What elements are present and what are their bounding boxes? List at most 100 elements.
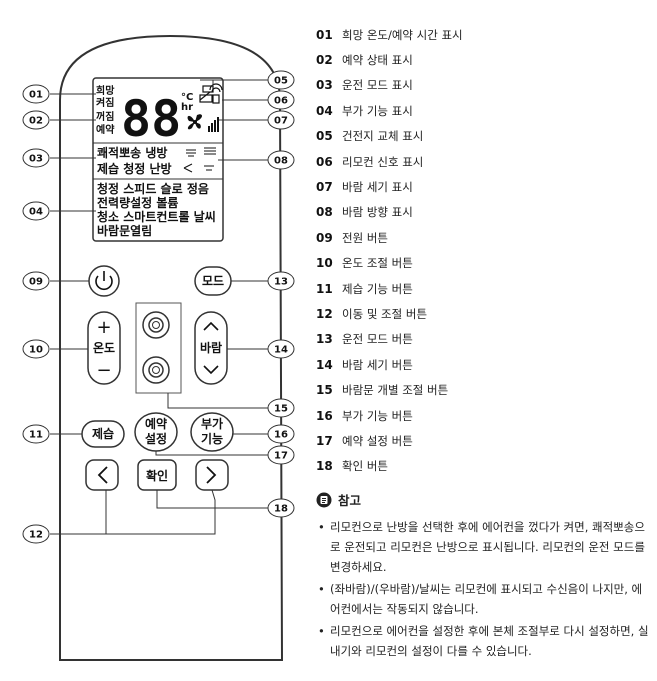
- temp-up-icon[interactable]: +: [96, 317, 111, 338]
- svg-text:10: 10: [29, 345, 43, 356]
- svg-text:18: 18: [274, 504, 288, 515]
- lcd-mode-row-1: 쾌적뽀송 냉방: [97, 145, 167, 160]
- legend-num: 08: [316, 205, 333, 220]
- legend-num: 03: [316, 78, 333, 93]
- callout-06: 06: [267, 90, 295, 110]
- legend-label: 제습 기능 버튼: [342, 281, 413, 296]
- confirm-label: 확인: [146, 468, 168, 483]
- legend-item: 15 바람문 개별 조절 버튼: [316, 377, 646, 402]
- right-button[interactable]: [195, 459, 229, 491]
- svg-text:09: 09: [29, 277, 43, 288]
- callout-13: 13: [267, 271, 295, 291]
- lcd-label-hope: 희망: [96, 84, 115, 97]
- legend-label: 희망 온도/예약 시간 표시: [342, 27, 463, 42]
- legend-num: 02: [316, 53, 333, 68]
- legend-num: 10: [316, 256, 333, 271]
- legend-num: 12: [316, 306, 333, 321]
- svg-text:02: 02: [29, 116, 43, 127]
- lcd-unit-c: °C: [181, 92, 193, 103]
- svg-text:14: 14: [274, 345, 288, 356]
- legend-num: 06: [316, 154, 333, 169]
- lcd-label-off: 꺼짐: [96, 110, 114, 123]
- callout-07: 07: [267, 110, 295, 130]
- svg-text:06: 06: [274, 96, 288, 107]
- lcd-unit-hr: hr: [181, 102, 193, 113]
- legend-label: 예약 설정 버튼: [342, 433, 413, 448]
- vane-right-button[interactable]: [142, 356, 170, 384]
- note-item: 리모컨으로 에어컨을 설정한 후에 본체 조절부로 다시 설정하면, 실내기와 …: [316, 621, 651, 661]
- legend-label: 바람 방향 표시: [342, 205, 413, 220]
- legend-item: 03 운전 모드 표시: [316, 73, 646, 98]
- legend-num: 09: [316, 230, 333, 245]
- chevron-left-icon: [97, 466, 108, 484]
- callout-01: 01: [22, 84, 50, 104]
- dehumid-button[interactable]: 제습: [81, 420, 125, 448]
- wind-down-icon[interactable]: [203, 365, 219, 375]
- vane-left-button[interactable]: [142, 311, 170, 339]
- legend-num: 17: [316, 433, 333, 448]
- callout-05: 05: [267, 70, 295, 90]
- note-list: 리모컨으로 난방을 선택한 후에 에어컨을 껐다가 켜면, 쾌적뽀송으로 운전되…: [316, 517, 651, 661]
- left-button[interactable]: [85, 459, 119, 491]
- fan-icon: [187, 114, 202, 130]
- temp-label: 온도: [93, 340, 115, 355]
- power-button[interactable]: [88, 265, 120, 297]
- legend-num: 15: [316, 383, 333, 398]
- svg-text:13: 13: [274, 277, 288, 288]
- vane-control-frame: [135, 302, 182, 394]
- callout-14: 14: [267, 339, 295, 359]
- legend-num: 16: [316, 408, 333, 423]
- svg-text:17: 17: [274, 451, 288, 462]
- legend-label: 바람문 개별 조절 버튼: [342, 383, 449, 398]
- legend-label: 건전지 교체 표시: [342, 129, 424, 144]
- lcd-func-row-3: 청소 스마트컨트롤 날씨: [97, 209, 216, 224]
- svg-text:15: 15: [274, 404, 288, 415]
- confirm-button[interactable]: 확인: [137, 459, 177, 491]
- legend-label: 확인 버튼: [342, 459, 388, 474]
- extra-function-button[interactable]: 부가 기능: [190, 412, 234, 452]
- legend-item: 06 리모컨 신호 표시: [316, 149, 646, 174]
- lcd-mode-row-2: 제습 청정 난방: [97, 161, 172, 176]
- wind-rocker[interactable]: 바람: [194, 311, 228, 385]
- lcd-digits: 88: [121, 90, 181, 148]
- reserve-button[interactable]: 예약 설정: [134, 412, 178, 452]
- note-header: 참고: [316, 490, 651, 509]
- legend-num: 14: [316, 357, 333, 372]
- mode-button[interactable]: 모드: [194, 266, 232, 296]
- callout-16: 16: [267, 424, 295, 444]
- legend-item: 18 확인 버튼: [316, 454, 646, 479]
- wind-direction-icon: [183, 147, 216, 173]
- legend-num: 18: [316, 459, 333, 474]
- chevron-right-icon: [206, 466, 217, 484]
- dehumid-label: 제습: [92, 427, 114, 441]
- callout-02: 02: [22, 110, 50, 130]
- temp-rocker[interactable]: + 온도 −: [87, 311, 121, 385]
- signal-icon: [209, 83, 223, 104]
- reserve-label-2: 설정: [145, 431, 167, 446]
- legend-label: 바람 세기 표시: [342, 180, 413, 195]
- temp-down-icon[interactable]: −: [96, 360, 111, 381]
- extra-label-2: 기능: [201, 431, 223, 446]
- leader-lines: [50, 79, 268, 535]
- note-item: 리모컨으로 난방을 선택한 후에 에어컨을 껐다가 켜면, 쾌적뽀송으로 운전되…: [316, 517, 651, 577]
- callout-18: 18: [267, 498, 295, 518]
- legend-label: 리모컨 신호 표시: [342, 154, 424, 169]
- callout-04: 04: [22, 201, 50, 221]
- legend-num: 11: [316, 281, 333, 296]
- svg-text:07: 07: [274, 116, 288, 127]
- lcd-label-reserve: 예약: [96, 123, 115, 136]
- callout-15: 15: [267, 398, 295, 418]
- callout-11: 11: [22, 424, 50, 444]
- legend-num: 07: [316, 180, 333, 195]
- lcd-func-row-4: 바람문열림: [97, 223, 152, 238]
- legend-num: 01: [316, 27, 333, 42]
- legend-label: 운전 모드 표시: [342, 78, 413, 93]
- wind-up-icon[interactable]: [203, 321, 219, 331]
- legend-item: 08 바람 방향 표시: [316, 200, 646, 225]
- callout-08: 08: [267, 150, 295, 170]
- wind-strength-bars-icon: [208, 117, 219, 132]
